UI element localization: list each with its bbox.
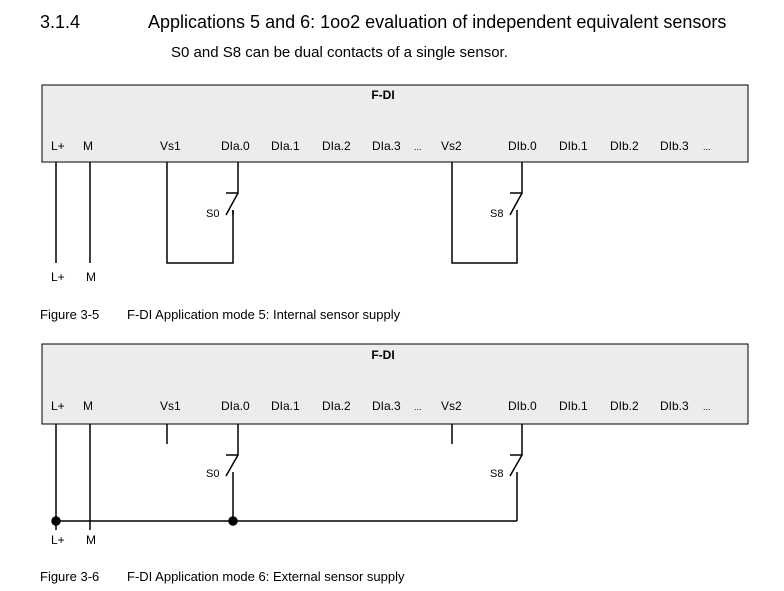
sensor-label: S0: [206, 468, 219, 480]
terminal-label: DIb.0: [508, 399, 537, 413]
supply-label: M: [86, 533, 96, 547]
terminal-label: DIa.2: [322, 399, 351, 413]
s0-feed-wire: [226, 424, 239, 456]
terminal-label: DIa.3: [372, 399, 401, 413]
junction-dot: [51, 516, 61, 526]
s8-return-wire: [451, 162, 518, 264]
s0-return-wire: [166, 162, 234, 264]
terminal-label: Vs2: [441, 139, 462, 153]
s8-feed-wire: [510, 424, 523, 456]
figure-number: Figure 3-5: [40, 307, 100, 322]
terminal-label: DIb.2: [610, 399, 639, 413]
junction-dot: [228, 516, 238, 526]
sensor-label: S8: [490, 468, 503, 480]
terminal-label: DIa.1: [271, 139, 300, 153]
figure-caption: F-DI Application mode 5: Internal sensor…: [127, 307, 401, 322]
terminal-label: L+: [51, 139, 65, 153]
terminal-label: DIa.3: [372, 139, 401, 153]
terminal-label: Vs1: [160, 399, 181, 413]
s8-contact: [509, 454, 523, 477]
terminal-label: Vs1: [160, 139, 181, 153]
figure-caption: F-DI Application mode 6: External sensor…: [127, 569, 405, 584]
fdi-module-box: [41, 84, 749, 163]
figure-number: Figure 3-6: [40, 569, 100, 584]
terminal-label: DIb.1: [559, 399, 588, 413]
terminal-label: DIb.3: [660, 139, 689, 153]
section-title: Applications 5 and 6: 1oo2 evaluation of…: [148, 12, 727, 32]
s0-contact: [225, 454, 239, 477]
terminal-label: DIa.2: [322, 139, 351, 153]
diagram-external-supply: [41, 343, 749, 530]
s8-feed-wire: [510, 162, 523, 194]
sensor-label: S0: [206, 208, 219, 220]
supply-label: M: [86, 270, 96, 284]
s0-contact: [225, 192, 239, 216]
terminal-label: DIa.0: [221, 139, 250, 153]
terminal-label: DIb.2: [610, 139, 639, 153]
fdi-module-box: [41, 343, 749, 425]
sensor-label: S8: [490, 208, 503, 220]
supply-label: L+: [51, 270, 65, 284]
section-number: 3.1.4: [40, 12, 81, 32]
terminal-label: M: [83, 399, 93, 413]
module-label: F-DI: [371, 348, 394, 362]
diagram-internal-supply: [41, 84, 749, 264]
terminal-label: ...: [703, 402, 711, 412]
s8-contact: [509, 192, 523, 216]
module-label: F-DI: [371, 88, 394, 102]
terminal-label: M: [83, 139, 93, 153]
terminal-label: DIa.1: [271, 399, 300, 413]
terminal-label: Vs2: [441, 399, 462, 413]
terminal-label: DIb.3: [660, 399, 689, 413]
terminal-label: ...: [414, 142, 422, 152]
terminal-label: ...: [414, 402, 422, 412]
s0-feed-wire: [226, 162, 239, 194]
terminal-label: DIa.0: [221, 399, 250, 413]
terminal-label: DIb.0: [508, 139, 537, 153]
terminal-label: DIb.1: [559, 139, 588, 153]
supply-label: L+: [51, 533, 65, 547]
section-subtitle: S0 and S8 can be dual contacts of a sing…: [171, 44, 508, 61]
terminal-label: L+: [51, 399, 65, 413]
terminal-label: ...: [703, 142, 711, 152]
